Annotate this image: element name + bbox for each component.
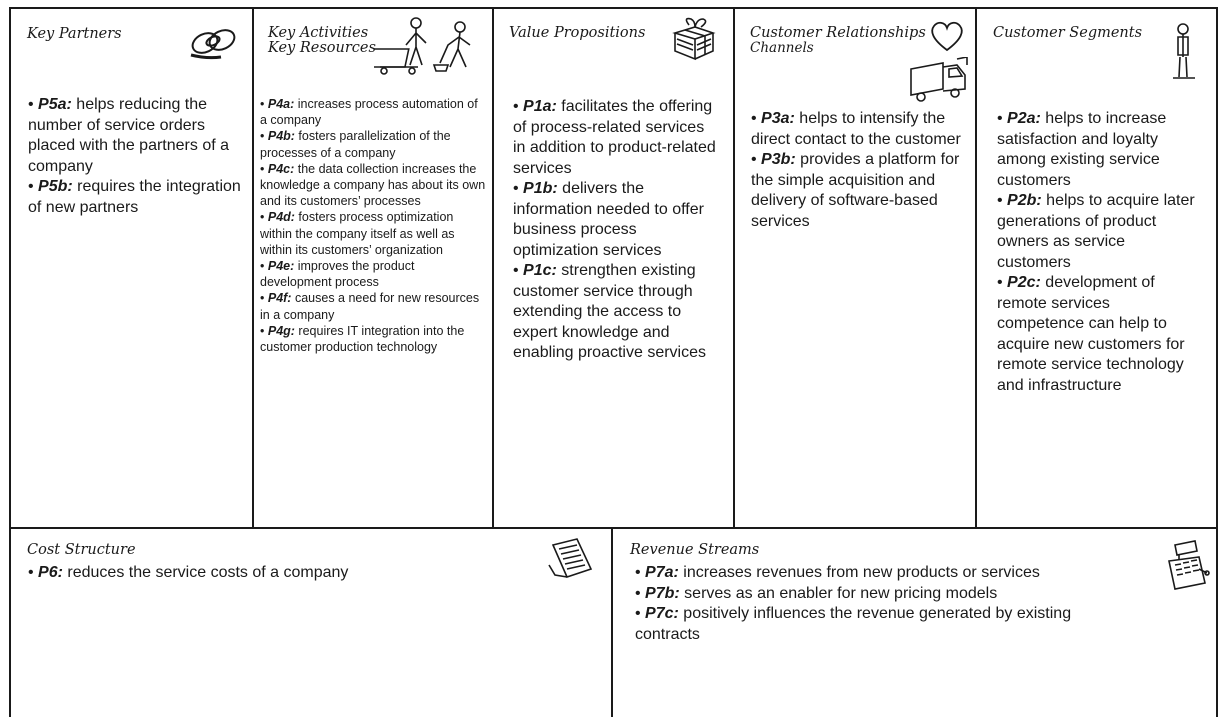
value-propositions-title: Value Propositions — [509, 25, 646, 41]
list-item: • P2b: helps to acquire later generation… — [997, 192, 1195, 271]
customer-segments-list: • P2a: helps to increase satisfaction an… — [997, 109, 1197, 396]
heart-icon — [928, 19, 966, 53]
list-item: • P4e: improves the product development … — [260, 259, 415, 290]
list-item: • P3b: provides a platform for the simpl… — [751, 151, 960, 230]
key-partners-title: Key Partners — [27, 26, 122, 42]
list-item: • P4f: causes a need for new resources i… — [260, 291, 480, 322]
customer-segments-block: Customer Segments • P2a: helps to increa… — [977, 9, 1216, 527]
list-item: • P1a: facilitates the offering of proce… — [513, 98, 716, 177]
value-propositions-block: Value Propositions • P1a: facilitates th… — [494, 9, 733, 527]
cost-structure-block: Cost Structure • P6: reduces the service… — [11, 529, 611, 717]
list-item: • P4g: requires IT integration into the … — [260, 323, 465, 355]
channels-title: Channels — [750, 40, 814, 56]
divider-horizontal — [9, 527, 1218, 529]
list-item: • P2a: helps to increase satisfaction an… — [997, 110, 1167, 189]
cash-register-icon — [1165, 539, 1211, 593]
key-resources-title: Key Resources — [268, 40, 376, 56]
key-partners-block: Key Partners • P5a: helps reducing the n… — [11, 9, 252, 527]
border-right — [1216, 7, 1218, 717]
key-activities-list: • P4a: increases process automation of a… — [260, 96, 488, 355]
value-propositions-list: • P1a: facilitates the offering of proce… — [513, 97, 718, 364]
list-item: • P7c: positively influences the revenue… — [635, 605, 1072, 643]
key-activities-block: Key Activities Key Resources • P4a: incr… — [254, 9, 492, 527]
divider-3 — [733, 7, 735, 529]
customer-relationships-title: Customer Relationships — [750, 25, 926, 41]
list-item: • P1b: delivers the information needed t… — [513, 180, 704, 259]
worker-and-cart-icon — [374, 15, 482, 75]
list-item: • P4c: the data collection increases the… — [260, 161, 486, 209]
gift-box-icon — [669, 17, 719, 61]
list-item: • P3a: helps to intensify the direct con… — [751, 110, 961, 148]
customer-segments-title: Customer Segments — [993, 25, 1143, 41]
list-item: • P5b: requires the integration of new p… — [28, 178, 241, 216]
revenue-streams-list: • P7a: increases revenues from new produ… — [635, 563, 1075, 645]
list-item: • P4b: fosters parallelization of the pr… — [260, 129, 451, 160]
list-item: • P1c: strengthen existing customer serv… — [513, 262, 706, 361]
delivery-truck-icon — [907, 57, 969, 103]
divider-1 — [252, 7, 254, 529]
cost-structure-title: Cost Structure — [27, 542, 136, 558]
list-item: • P4a: increases process automation of a… — [260, 97, 478, 128]
list-item: • P7a: increases revenues from new produ… — [635, 564, 1040, 581]
list-item: • P6: reduces the service costs of a com… — [28, 564, 349, 581]
list-item: • P4d: fosters process optimization with… — [260, 210, 455, 257]
customer-relationships-list: • P3a: helps to intensify the direct con… — [751, 109, 961, 232]
divider-4 — [975, 7, 977, 529]
key-activities-title: Key Activities — [268, 25, 369, 41]
revenue-streams-title: Revenue Streams — [630, 542, 760, 558]
divider-bottom — [611, 527, 613, 717]
chain-links-icon — [187, 23, 241, 61]
border-top — [9, 7, 1218, 9]
divider-2 — [492, 7, 494, 529]
border-left — [9, 7, 11, 717]
customer-relationships-block: Customer Relationships Channels • P3a: h… — [735, 9, 975, 527]
cost-structure-list: • P6: reduces the service costs of a com… — [28, 563, 358, 584]
list-item: • P7b: serves as an enabler for new pric… — [635, 584, 998, 602]
revenue-streams-block: Revenue Streams • P7a: increases revenue… — [613, 529, 1216, 717]
person-icon — [1169, 21, 1199, 81]
key-partners-list: • P5a: helps reducing the number of serv… — [28, 95, 242, 218]
list-item: • P5a: helps reducing the number of serv… — [28, 96, 230, 175]
list-item: • P2c: development of remote services co… — [997, 274, 1185, 394]
price-tag-icon — [547, 535, 597, 579]
